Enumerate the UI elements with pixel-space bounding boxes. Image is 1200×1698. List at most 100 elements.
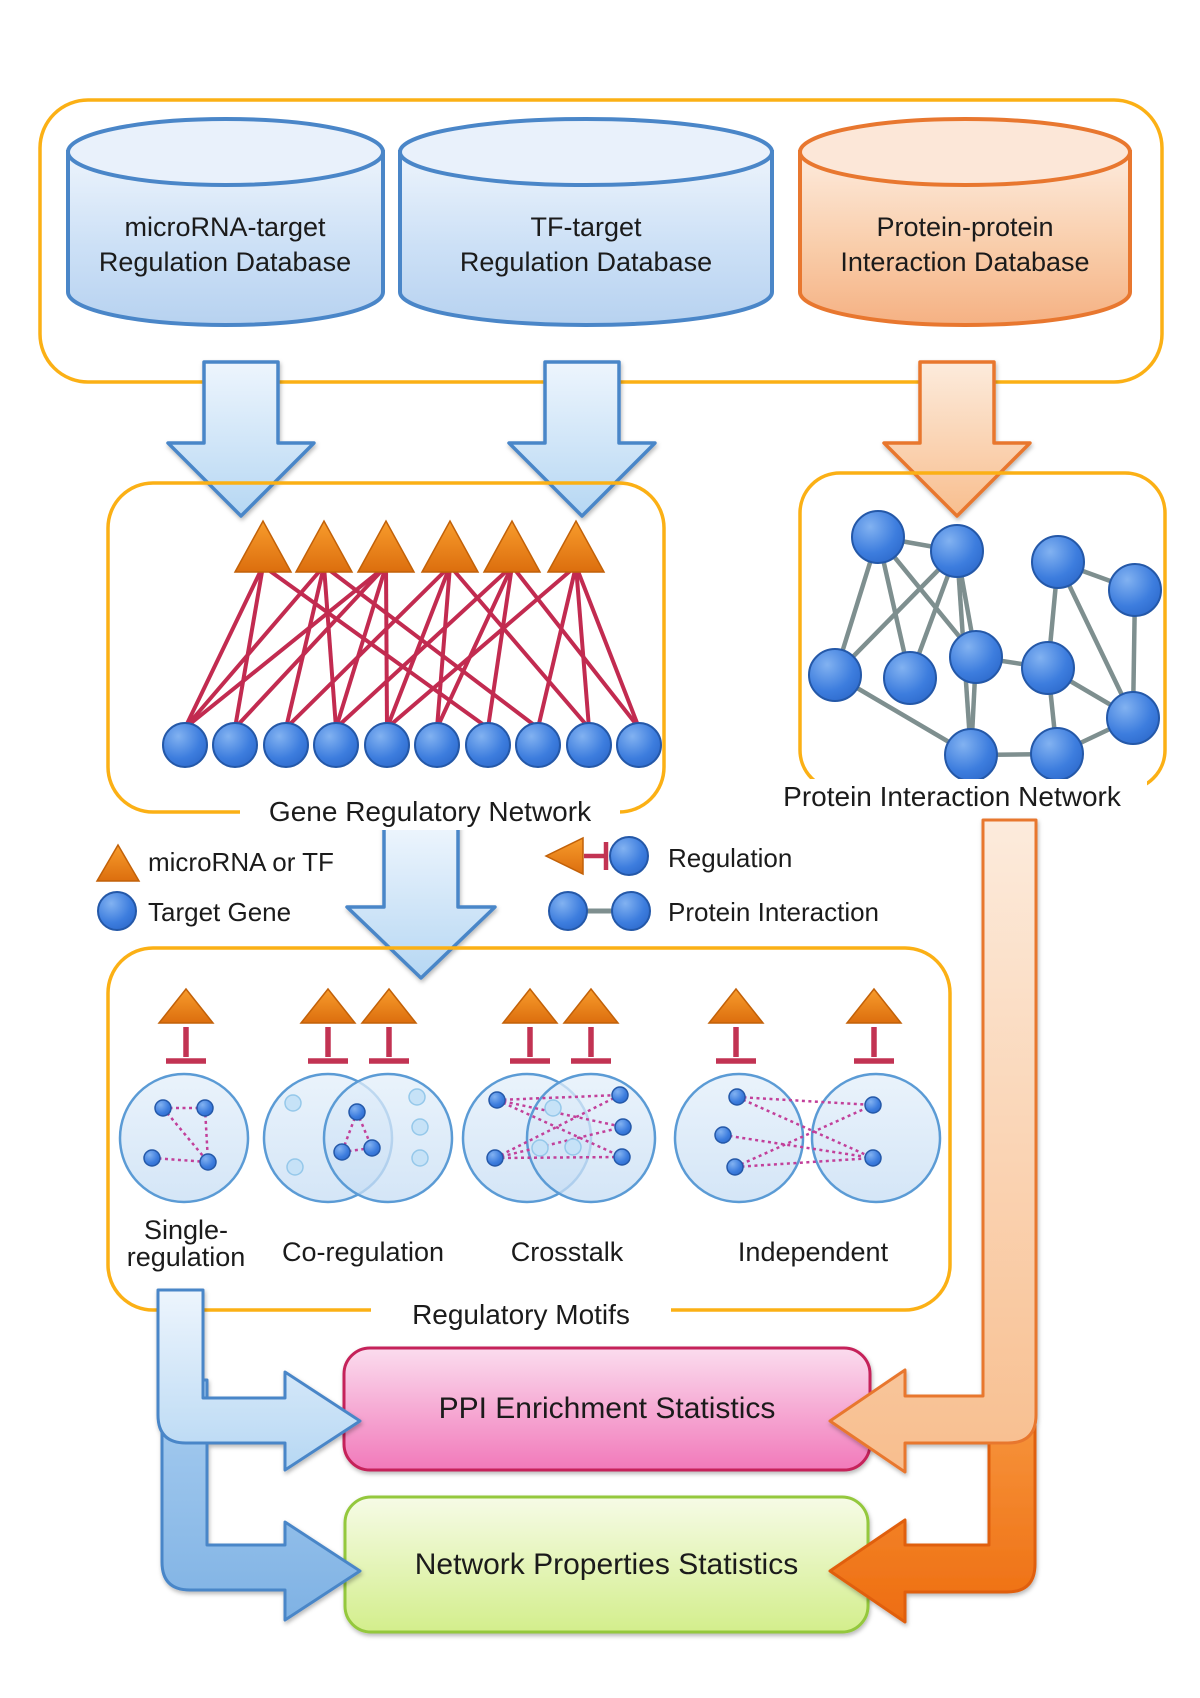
- grn-target-gene-node: [313, 722, 359, 768]
- grn-regulator-triangle-icon: [356, 519, 416, 573]
- pin-protein-node: [949, 630, 1003, 684]
- grn-regulation-edge: [261, 564, 490, 730]
- motif-ppi-dashed-edge: [162, 1107, 209, 1163]
- arrow-motifs-to-ppi-enrichment: [156, 1288, 362, 1472]
- motif-gene-dot: [363, 1139, 381, 1157]
- arrow-grn-to-motifs: [345, 824, 497, 980]
- motif-gene-set-circle: [322, 1072, 454, 1204]
- motif-ppi-dashed-edge: [496, 1098, 624, 1129]
- pin-protein-node: [883, 651, 937, 705]
- grn-target-gene-node: [364, 722, 410, 768]
- motif-gene-dot-pale: [411, 1118, 429, 1136]
- motif-gene-dot: [864, 1096, 882, 1114]
- motif-gene-dot-pale: [411, 1149, 429, 1167]
- grn-target-gene-node: [465, 722, 511, 768]
- motif-label-crosstalk: Crosstalk: [510, 1237, 624, 1267]
- pin-protein-node: [1031, 535, 1085, 589]
- pin-protein-node: [808, 648, 862, 702]
- grn-network: [162, 519, 662, 768]
- grn-regulation-edge: [384, 565, 389, 729]
- grn-regulation-edge: [510, 564, 641, 730]
- arrow-ppi-db-to-pin: [882, 360, 1032, 518]
- grn-regulation-edge: [486, 565, 514, 729]
- grn-regulation-edge: [536, 565, 578, 729]
- motif-gene-dot: [486, 1149, 504, 1167]
- grn-regulation-edge: [574, 565, 641, 729]
- motif-regulator-triangle-icon: [562, 987, 620, 1024]
- database-cylinder-ppi: [798, 117, 1132, 327]
- motif-ppi-dashed-edge: [734, 1103, 874, 1169]
- motif-gene-dot: [196, 1099, 214, 1117]
- legend-icons: [95, 836, 651, 931]
- motif-gene-dot: [154, 1099, 172, 1117]
- legend-mirna-tf-triangle-icon: [95, 843, 141, 882]
- motif-ppi-dashed-edge: [151, 1156, 209, 1164]
- grn-target-gene-node: [263, 722, 309, 768]
- grn-regulation-edge: [435, 565, 452, 729]
- grn-regulation-edge: [435, 565, 514, 729]
- motif-regulator-triangle-icon: [707, 987, 765, 1024]
- grn-regulation-edge: [284, 564, 452, 730]
- motif-gene-dot: [333, 1143, 351, 1161]
- motif-gene-dot: [611, 1086, 629, 1104]
- motif-ppi-dashed-edge: [341, 1146, 373, 1154]
- pin-protein-node: [851, 510, 905, 564]
- motifs-figures: [118, 987, 942, 1204]
- grn-regulator-triangle-icon: [546, 519, 606, 573]
- motif-ppi-dashed-edge: [496, 1093, 621, 1102]
- motif-gene-dot: [714, 1126, 732, 1144]
- arrow-motifs-to-network-properties: [160, 1378, 362, 1622]
- motif-gene-dot: [348, 1103, 366, 1121]
- grn-regulation-edge: [334, 564, 514, 730]
- motif-gene-dot: [199, 1153, 217, 1171]
- motif-gene-dot-pale: [408, 1088, 426, 1106]
- motif-gene-dot: [728, 1088, 746, 1106]
- database-cylinder-mirna: [66, 117, 385, 327]
- motif-gene-set-circle: [525, 1072, 657, 1204]
- motif-gene-dot: [726, 1158, 744, 1176]
- legend-label-mirna-tf: microRNA or TF: [148, 847, 334, 877]
- motif-ppi-dashed-edge: [203, 1107, 210, 1163]
- grn-regulation-edge: [284, 565, 326, 729]
- grn-regulation-edge: [183, 565, 265, 729]
- motif-label-co-regulation: Co-regulation: [281, 1237, 445, 1267]
- pin-protein-node: [1108, 563, 1162, 617]
- pin-protein-node: [944, 728, 998, 782]
- grn-target-gene-node: [212, 722, 258, 768]
- pin-protein-node: [1021, 641, 1075, 695]
- motif-ppi-dashed-edge: [722, 1133, 874, 1160]
- network-properties-label: Network Properties Statistics: [414, 1547, 799, 1581]
- legend-label-target-gene: Target Gene: [148, 897, 292, 927]
- pin-interaction-edge: [833, 549, 959, 677]
- grn-regulation-edge: [183, 564, 388, 730]
- motif-regulator-triangle-icon: [360, 987, 418, 1024]
- legend-regulation-icon: [544, 836, 649, 876]
- motif-label-independent: Independent: [737, 1237, 889, 1267]
- database-cylinder-tf: [398, 117, 774, 327]
- grn-regulation-edge: [233, 565, 265, 729]
- motif-regulator-triangle-icon: [845, 987, 903, 1024]
- pin-network: [808, 510, 1162, 782]
- grn-regulation-edge: [448, 564, 591, 730]
- pin-protein-node: [930, 524, 984, 578]
- grn-regulation-edge: [233, 564, 388, 730]
- pin-interaction-edge: [1055, 561, 1136, 719]
- motif-gene-dot: [614, 1118, 632, 1136]
- grn-target-gene-node: [616, 722, 662, 768]
- arrow-mirna-db-to-grn: [166, 360, 316, 518]
- grn-regulation-edge: [334, 565, 388, 729]
- grn-regulation-edge: [385, 565, 452, 729]
- motif-gene-set-circle: [810, 1072, 942, 1204]
- grn-target-gene-node: [515, 722, 561, 768]
- ppi-enrichment-label: PPI Enrichment Statistics: [438, 1392, 776, 1425]
- motif-gene-dot-pale: [544, 1099, 562, 1117]
- motif-gene-dot: [143, 1149, 161, 1167]
- motif-regulator-triangle-icon: [157, 987, 215, 1024]
- pin-protein-node: [1106, 691, 1160, 745]
- grn-regulation-edge: [574, 565, 591, 729]
- motif-gene-dot: [864, 1149, 882, 1167]
